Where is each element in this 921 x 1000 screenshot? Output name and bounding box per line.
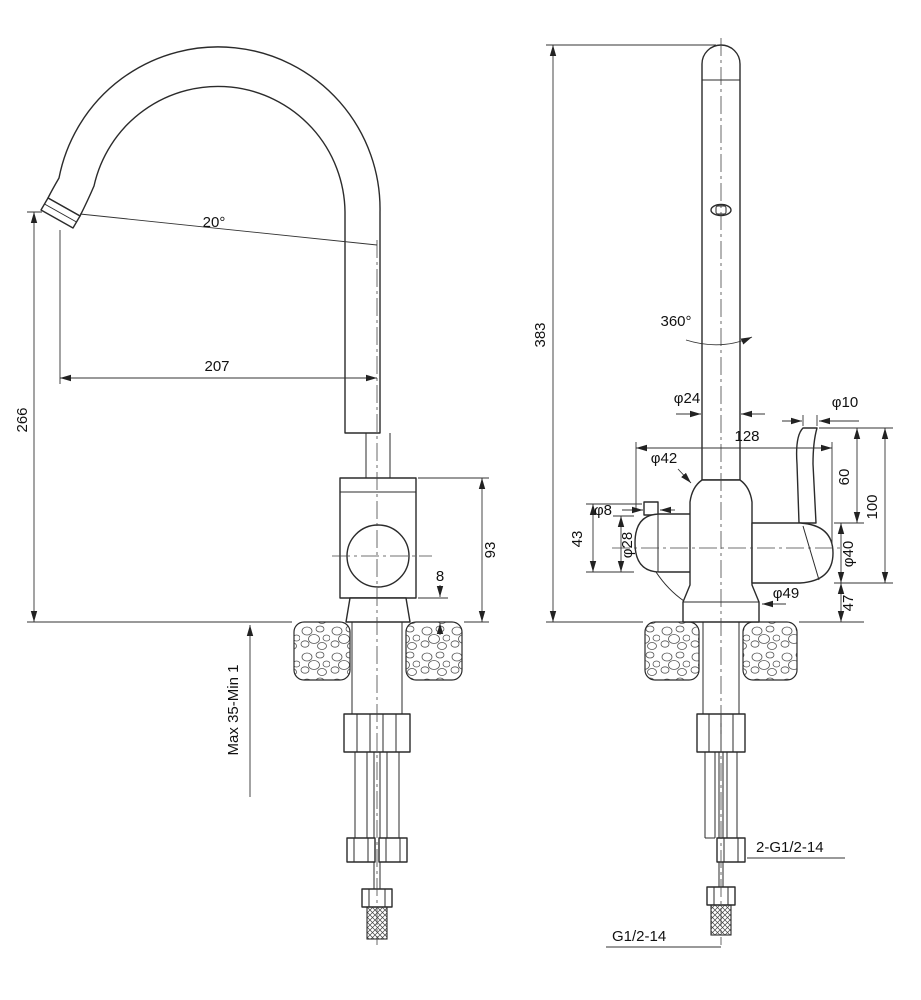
dimensions-right-view: 383 360° φ24 128 φ42 φ10 60 100 φ40 47 φ… <box>532 44 893 948</box>
handle-facet <box>802 525 820 581</box>
faucet-body-front <box>682 479 760 623</box>
handle-hub <box>751 522 834 584</box>
left-view: 20° 207 266 93 8 Max 35-Min 1 <box>14 46 499 945</box>
centerline-left-view <box>332 240 432 945</box>
handle-lever <box>795 427 818 524</box>
threaded-stud <box>718 752 724 887</box>
countertop-section-left-view <box>293 621 463 681</box>
stud-nut-facets <box>368 889 386 907</box>
label-pipe-diameter: φ24 <box>674 390 700 407</box>
counter-block <box>644 621 700 681</box>
extension-lines <box>27 211 489 623</box>
dimensions-left-view: 20° 207 266 93 8 Max 35-Min 1 <box>14 211 499 797</box>
label-hose-thread: 2-G1/2-14 <box>756 839 824 856</box>
label-lever-height: 60 <box>836 469 853 486</box>
label-mounting-range: Max 35-Min 1 <box>225 665 242 756</box>
label-handle-height: 100 <box>864 494 881 519</box>
mounting-shank <box>702 622 740 714</box>
centerline-right-view <box>612 38 843 945</box>
riser-pipe <box>701 44 741 481</box>
faucet-body <box>339 477 417 599</box>
faucet-left-view <box>40 46 417 623</box>
aerator-seam <box>44 203 77 223</box>
hose-nut <box>716 837 746 863</box>
label-total-height: 383 <box>532 322 549 347</box>
threaded-stud <box>373 752 381 889</box>
label-reach: 207 <box>204 358 229 375</box>
leader-42 <box>677 468 692 484</box>
faucet-right-view <box>634 44 834 623</box>
label-lever-tip-diameter: φ10 <box>832 394 858 411</box>
outlet-underside <box>655 571 685 602</box>
label-outlet-height: 43 <box>569 531 586 548</box>
angle-leader-line <box>79 213 378 246</box>
label-outlet-diameter: φ28 <box>619 532 636 558</box>
hose-nut <box>346 837 376 863</box>
spout-tube <box>47 46 381 434</box>
right-view: 383 360° φ24 128 φ42 φ10 60 100 φ40 47 φ… <box>532 38 893 948</box>
supply-hoses <box>704 752 738 838</box>
neck <box>365 433 391 478</box>
label-body-diameter: φ42 <box>651 450 677 467</box>
label-swivel: 360° <box>660 313 691 330</box>
counter-block <box>742 621 798 681</box>
label-body-height: 93 <box>482 542 499 559</box>
thread-leader-lines <box>606 857 845 948</box>
label-overall-width: 128 <box>734 428 759 445</box>
stud-nut-facets <box>713 887 729 905</box>
swivel-arrow <box>685 336 753 346</box>
label-knob-diameter: φ8 <box>594 502 612 519</box>
label-spout-height: 266 <box>14 407 31 432</box>
hose-nut <box>378 837 408 863</box>
label-handle-diameter: φ40 <box>840 541 857 567</box>
label-shank-thread: G1/2-14 <box>612 928 666 945</box>
filter-outlet <box>634 513 693 573</box>
base-escutcheon <box>345 597 411 623</box>
counter-block <box>405 621 463 681</box>
lock-nut-splines <box>356 714 397 752</box>
countertop-section-right-view <box>644 621 798 681</box>
label-base-height: 47 <box>840 595 857 612</box>
supply-hoses <box>354 752 400 838</box>
hose-nut-facets <box>353 838 401 862</box>
hose-nut-facets <box>723 838 739 862</box>
outlet-knob <box>643 501 659 516</box>
counter-block <box>293 621 351 681</box>
mounting-shank <box>351 622 403 714</box>
label-base-diameter: φ49 <box>773 585 799 602</box>
label-spray-angle: 20° <box>203 214 226 231</box>
label-base-step: 8 <box>436 568 444 585</box>
